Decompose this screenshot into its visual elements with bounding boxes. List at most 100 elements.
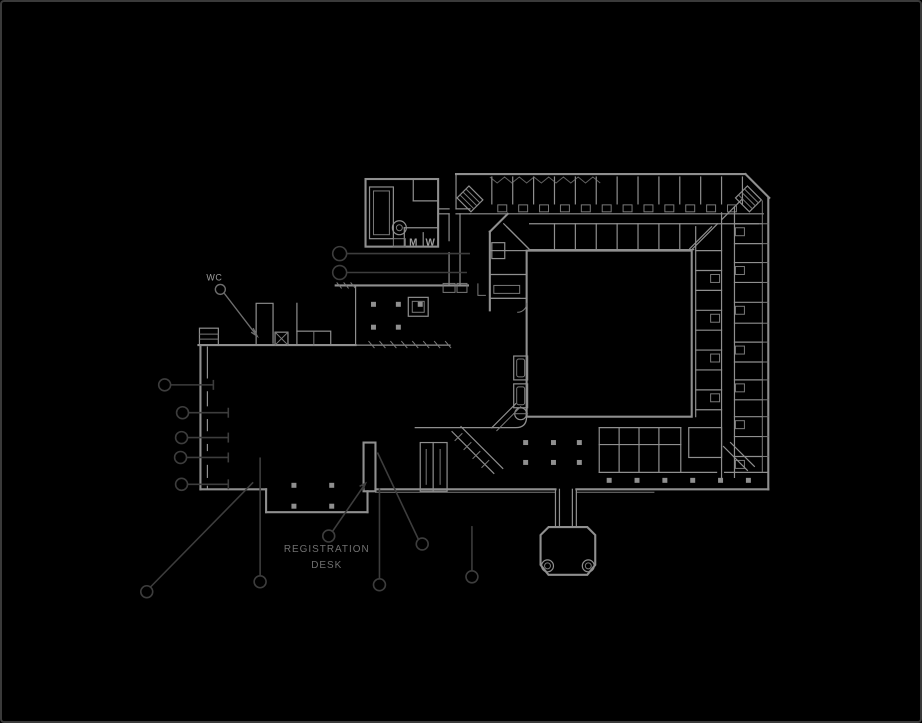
- leader-line: [376, 452, 419, 540]
- lobby: [197, 282, 770, 493]
- callout-circle: [321, 529, 336, 543]
- amenity-block: [364, 177, 471, 287]
- bath-fixture: [734, 305, 745, 315]
- registration-label-line1: REGISTRATION: [284, 544, 370, 555]
- service-block: [688, 427, 723, 459]
- column: [395, 301, 401, 307]
- leader-line: [150, 481, 254, 588]
- bath-fixture: [580, 204, 591, 213]
- callout-circle: [465, 570, 479, 584]
- amenity-block: [364, 177, 440, 248]
- column: [550, 440, 556, 446]
- courtyard: [505, 225, 530, 250]
- entrance-vestibule: [539, 488, 597, 576]
- bath-fixture: [734, 345, 745, 355]
- registration-label-line2: DESK: [311, 560, 342, 571]
- callout-annotations: [139, 245, 479, 599]
- top-guest-wing: [743, 172, 771, 200]
- stairs: [740, 191, 757, 207]
- stairs: [459, 194, 475, 210]
- wall-hatching: [368, 340, 452, 349]
- bath-fixture: [734, 227, 745, 237]
- registration-desk: [362, 441, 377, 493]
- column: [606, 477, 612, 483]
- lobby: [274, 331, 289, 346]
- lobby: [490, 402, 517, 429]
- column: [291, 482, 297, 488]
- stairs: [743, 188, 760, 204]
- column: [329, 482, 335, 488]
- wc-room: [255, 302, 274, 346]
- stairs: [734, 185, 763, 213]
- hatch-tick: [422, 340, 430, 349]
- bath-fixture: [734, 420, 745, 430]
- cart-box: [274, 331, 289, 346]
- column: [581, 559, 595, 573]
- courtyard: [688, 225, 713, 250]
- entrance-vestibule: [544, 562, 551, 570]
- top-guest-wing: [720, 198, 744, 221]
- callout-circle: [175, 405, 190, 420]
- courtyard: [516, 386, 526, 406]
- bath-fixture: [710, 273, 721, 283]
- closet: [198, 327, 219, 346]
- lobby: [343, 282, 350, 289]
- sunken-lounge: [265, 488, 369, 514]
- column: [718, 477, 724, 483]
- bath-fixture: [727, 204, 737, 213]
- door-swing: [517, 302, 528, 313]
- entrance-vestibule: [584, 562, 592, 570]
- column: [634, 477, 640, 483]
- column: [550, 459, 556, 465]
- hatch-tick: [433, 340, 441, 349]
- courtyard: [491, 242, 506, 260]
- column: [291, 503, 297, 509]
- lobby: [496, 406, 522, 432]
- lobby: [407, 296, 429, 317]
- top-wing-room-dividers: [489, 176, 744, 251]
- stairs: [456, 185, 763, 213]
- lobby: [456, 282, 468, 293]
- callout-circle: [174, 477, 189, 492]
- stairs: [737, 194, 754, 210]
- escalator: [451, 430, 495, 475]
- labels: WC M W REGISTRATION DESK: [206, 238, 435, 571]
- stairs: [456, 185, 484, 213]
- lobby: [411, 300, 425, 313]
- callout-circle: [174, 430, 189, 445]
- hatch-tick: [400, 340, 408, 349]
- bath-fixture: [685, 204, 696, 213]
- registration-desk: [362, 441, 377, 493]
- callout-circle: [372, 577, 387, 592]
- courtyard: [489, 225, 713, 429]
- column: [540, 559, 555, 573]
- bath-fixture: [734, 383, 745, 393]
- amenity-block: [392, 238, 406, 248]
- column: [576, 459, 582, 465]
- hatch-tick: [368, 340, 375, 349]
- womens-label: W: [425, 238, 435, 249]
- service-block: [729, 441, 756, 468]
- entrance-vestibule: [539, 526, 597, 576]
- amenity-block: [372, 190, 390, 236]
- lobby: [336, 282, 343, 289]
- callout-circle: [253, 575, 267, 589]
- courtyard: [525, 249, 693, 418]
- leader-line: [332, 482, 367, 532]
- leader-arrowhead: [250, 327, 259, 339]
- escalator: [451, 425, 504, 475]
- escalator: [463, 441, 472, 451]
- hatch-tick: [390, 340, 397, 349]
- column: [371, 324, 376, 330]
- callout-circle: [331, 264, 348, 281]
- elevator: [513, 355, 529, 381]
- escalator: [472, 450, 481, 460]
- phone-booths: [419, 441, 448, 492]
- bath-fixture: [601, 204, 612, 213]
- bath-fixture: [559, 204, 570, 213]
- bath-fixture: [518, 204, 529, 213]
- column: [523, 440, 529, 446]
- callout-circle: [139, 584, 154, 599]
- leader-line: [223, 292, 258, 337]
